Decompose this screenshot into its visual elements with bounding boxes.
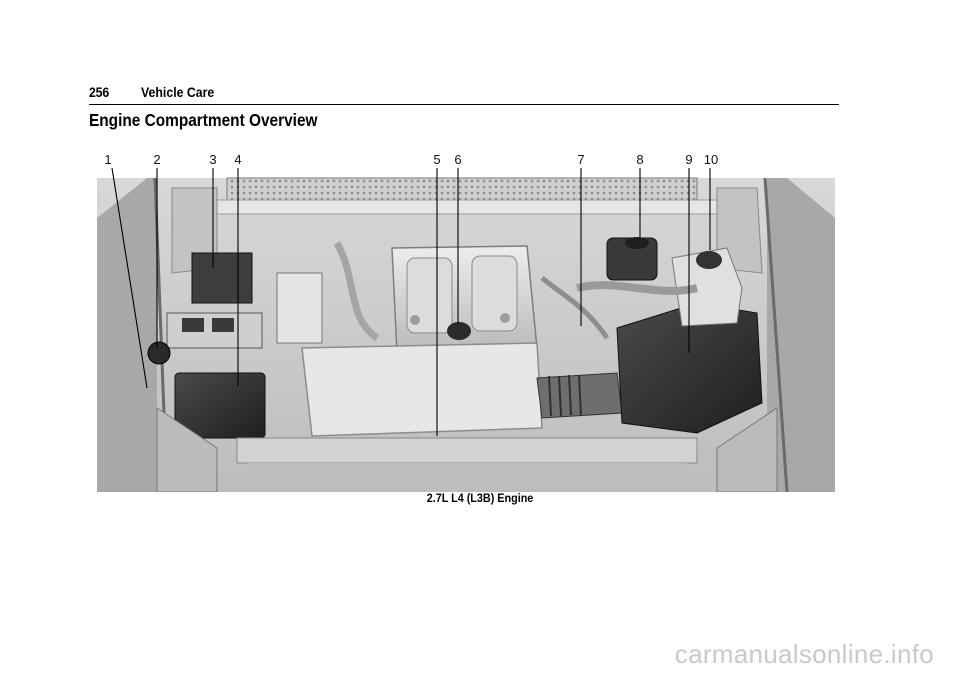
callout-2: 2 [153,152,160,167]
oil-fill-cap-shape [447,322,471,340]
radiator-support [236,437,698,464]
callout-7: 7 [577,152,584,167]
right-fender [767,178,835,492]
fuse-block [191,252,253,304]
callout-8: 8 [636,152,643,167]
section-title: Vehicle Care [141,84,215,100]
intake-manifold [301,342,543,437]
watermark: carmanualsonline.info [674,639,934,669]
callout-5: 5 [433,152,440,167]
figure-caption: 2.7L L4 (L3B) Engine [426,491,534,505]
left-fender [97,178,157,492]
engine-illustration-svg: 1 2 3 4 5 6 7 8 9 10 [97,152,835,492]
callout-leader-lines [111,167,711,436]
engine-compartment-illustration: 1 2 3 4 5 6 7 8 9 10 [97,148,835,492]
callout-9: 9 [685,152,692,167]
leader-line-1 [111,167,148,389]
callout-3: 3 [209,152,216,167]
callout-1: 1 [104,152,111,167]
page-title: Engine Compartment Overview [89,110,318,130]
cowl-grille [226,177,698,201]
page-header: 256 Vehicle Care [89,84,839,105]
callout-10: 10 [704,152,718,167]
page-number: 256 [89,84,110,100]
callout-4: 4 [234,152,241,167]
battery [174,372,266,439]
washer-fluid-cap-shape [147,341,171,365]
callout-6: 6 [454,152,461,167]
